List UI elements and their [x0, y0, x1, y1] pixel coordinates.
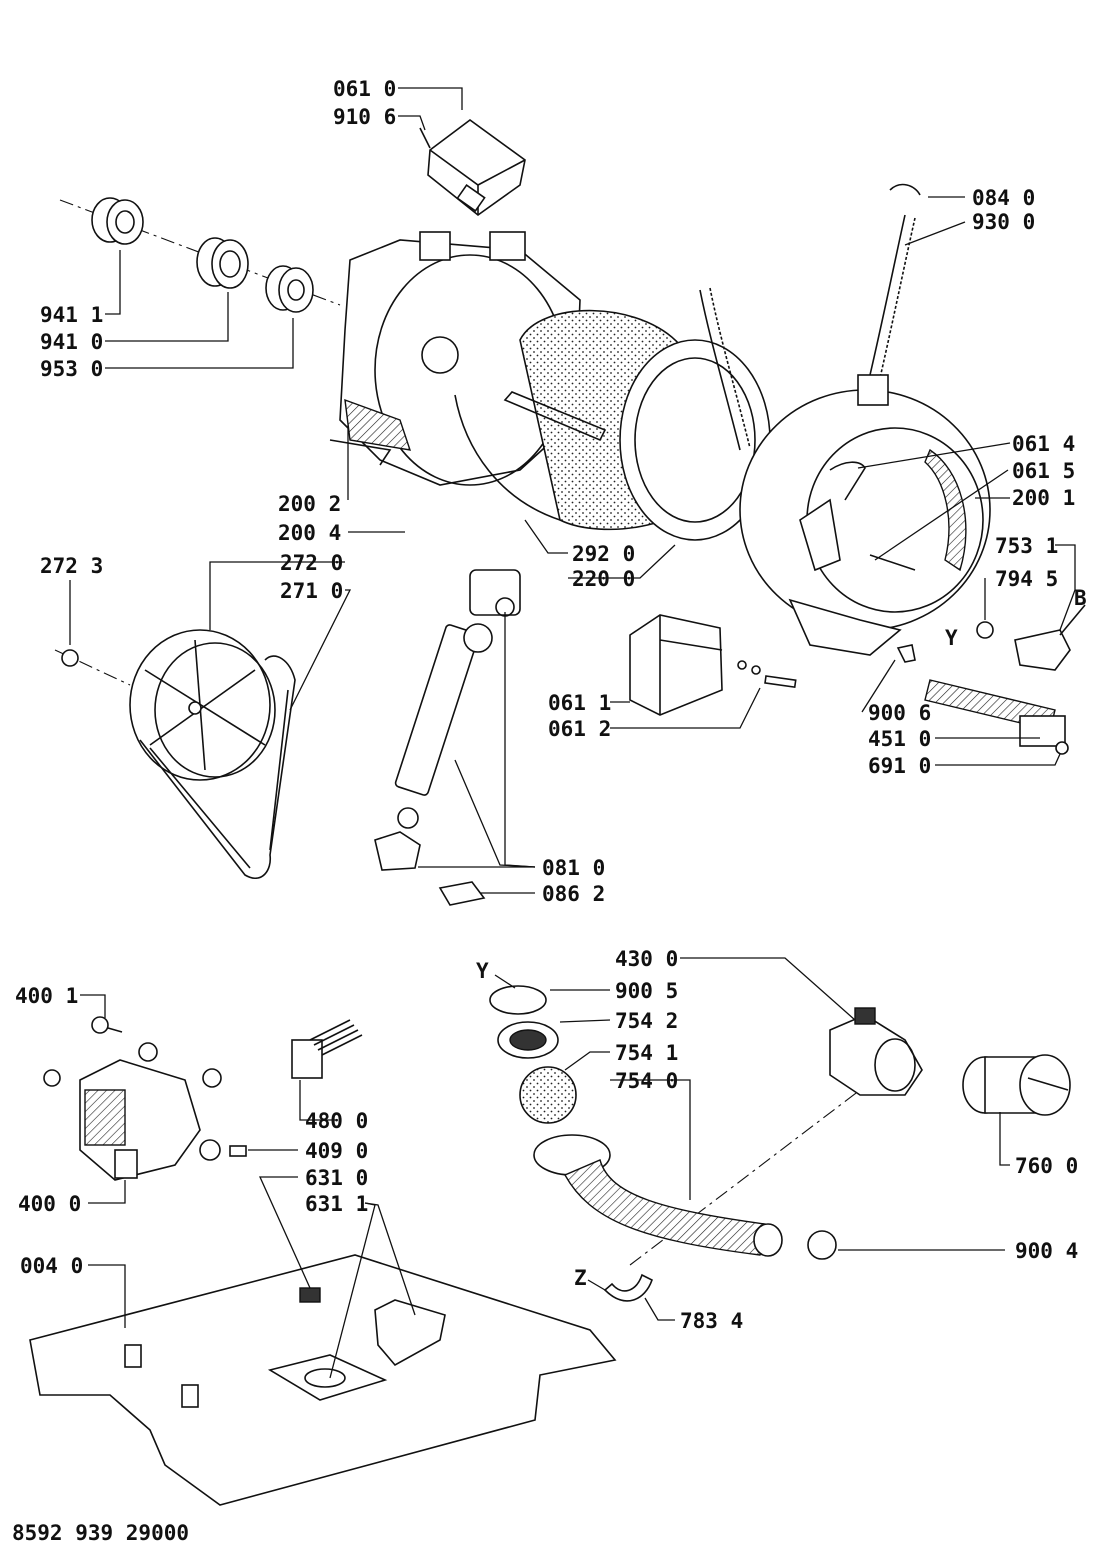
bearing-941-1-part — [91, 197, 144, 245]
leader-lines — [69, 87, 1076, 1379]
label-061-2: 061 2 — [548, 717, 611, 741]
label-900-4: 900 4 — [1015, 1239, 1078, 1263]
part-labels: 061 0 910 6 084 0 930 0 941 1 941 0 953 … — [12, 77, 1087, 1545]
label-760-0: 760 0 — [1015, 1154, 1078, 1178]
label-794-5: 794 5 — [995, 567, 1058, 591]
label-200-2: 200 2 — [278, 492, 341, 516]
heater-part — [924, 679, 1066, 747]
spring-930-0-part — [869, 183, 921, 379]
label-900-5: 900 5 — [615, 979, 678, 1003]
label-y-1: Y — [945, 626, 958, 650]
label-900-6: 900 6 — [868, 701, 931, 725]
label-061-5: 061 5 — [1012, 459, 1075, 483]
label-783-4: 783 4 — [680, 1309, 743, 1333]
filter-part — [962, 1054, 1071, 1116]
sensor-753-1-part — [1014, 604, 1086, 671]
label-271-0: 271 0 — [280, 579, 343, 603]
nut-794-5-part — [976, 621, 994, 639]
hose-clamp-900-4-part — [807, 1230, 837, 1260]
label-200-1: 200 1 — [1012, 486, 1075, 510]
motor-part — [43, 1042, 222, 1181]
label-004-0: 004 0 — [20, 1254, 83, 1278]
label-061-0: 061 0 — [333, 77, 396, 101]
label-409-0: 409 0 — [305, 1139, 368, 1163]
ball-754-1-part — [519, 1066, 577, 1124]
drain-pump-part — [829, 1007, 923, 1096]
shock-absorber-part — [394, 569, 521, 829]
label-430-0: 430 0 — [615, 947, 678, 971]
label-754-2: 754 2 — [615, 1009, 678, 1033]
pulley-part — [129, 629, 276, 781]
label-930-0: 930 0 — [972, 210, 1035, 234]
label-753-1: 753 1 — [995, 534, 1058, 558]
damper-mount-part — [374, 831, 421, 871]
label-631-0: 631 0 — [305, 1166, 368, 1190]
rear-tub-part — [329, 231, 581, 486]
bearing-953-0-part — [265, 265, 314, 313]
clamp-900-5-part — [489, 985, 547, 1015]
control-module-part — [419, 119, 526, 217]
belt-part — [139, 655, 296, 879]
front-tub-part — [739, 374, 991, 656]
label-086-2: 086 2 — [542, 882, 605, 906]
label-691-0: 691 0 — [868, 754, 931, 778]
pulley-nut-part — [61, 649, 79, 667]
label-z: Z — [574, 1266, 587, 1290]
label-941-0: 941 0 — [40, 330, 103, 354]
damper-clip-part — [438, 881, 486, 906]
counterweight-part — [629, 614, 723, 716]
label-061-4: 061 4 — [1012, 432, 1075, 456]
label-084-0: 084 0 — [972, 186, 1035, 210]
small-hose-783-4-part — [603, 1273, 653, 1302]
weight-bolts-part — [737, 660, 797, 689]
wiring-harness-part — [291, 1019, 363, 1079]
label-754-1: 754 1 — [615, 1041, 678, 1065]
label-272-3: 272 3 — [40, 554, 103, 578]
document-number: 8592 939 29000 — [12, 1521, 189, 1545]
label-y-2: Y — [476, 959, 489, 983]
nut-691-0-part — [1055, 741, 1069, 755]
label-480-0: 480 0 — [305, 1109, 368, 1133]
label-941-1: 941 1 — [40, 303, 103, 327]
bearing-941-0-part — [196, 237, 249, 289]
label-081-0: 081 0 — [542, 856, 605, 880]
clip-900-6-part — [896, 644, 916, 663]
label-400-0: 400 0 — [18, 1192, 81, 1216]
label-953-0: 953 0 — [40, 357, 103, 381]
label-220-0: 220 0 — [572, 567, 635, 591]
label-200-4: 200 4 — [278, 521, 341, 545]
label-061-1: 061 1 — [548, 691, 611, 715]
base-plate-part — [29, 1254, 617, 1506]
spring-left-part — [699, 287, 751, 451]
label-754-0: 754 0 — [615, 1069, 678, 1093]
label-292-0: 292 0 — [572, 542, 635, 566]
carbon-brush-part — [91, 1016, 123, 1034]
connector-409-0-part — [229, 1145, 247, 1157]
label-400-1: 400 1 — [15, 984, 78, 1008]
seal-754-2-part — [497, 1021, 559, 1059]
label-b: B — [1074, 586, 1087, 610]
belt-inner-part — [149, 689, 289, 869]
label-631-1: 631 1 — [305, 1192, 368, 1216]
sump-hose-part — [533, 1134, 783, 1257]
label-910-6: 910 6 — [333, 105, 396, 129]
label-272-0: 272 0 — [280, 551, 343, 575]
label-451-0: 451 0 — [868, 727, 931, 751]
